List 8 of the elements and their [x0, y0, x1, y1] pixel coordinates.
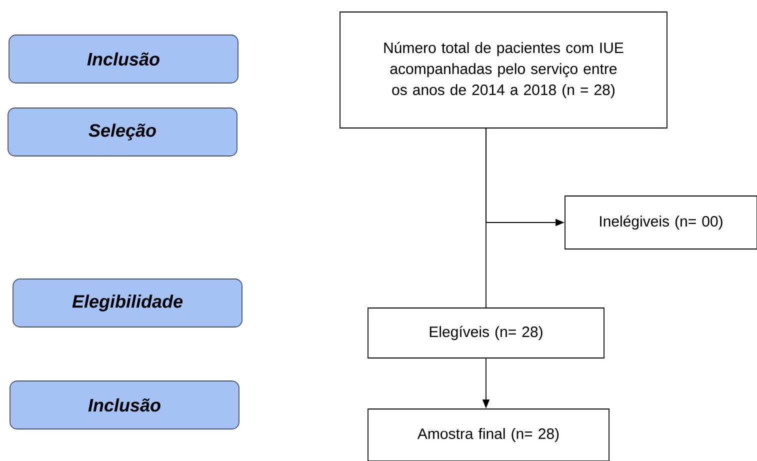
process-box: Elegíveis (n= 28) [368, 308, 604, 358]
stage-box: Inclusão [10, 380, 240, 430]
stage-box: Inclusão [8, 34, 238, 84]
stage-box: Elegibilidade [12, 278, 242, 328]
process-box: Amostra final (n= 28) [368, 408, 610, 461]
process-box: Inelégiveis (n= 00) [564, 196, 757, 250]
stage-box: Seleção [8, 108, 238, 156]
process-box: Número total de pacientes com IUE acompanhadas pelo serviço entre os anos de 2014 a 2018 (n = 28) [340, 12, 668, 128]
